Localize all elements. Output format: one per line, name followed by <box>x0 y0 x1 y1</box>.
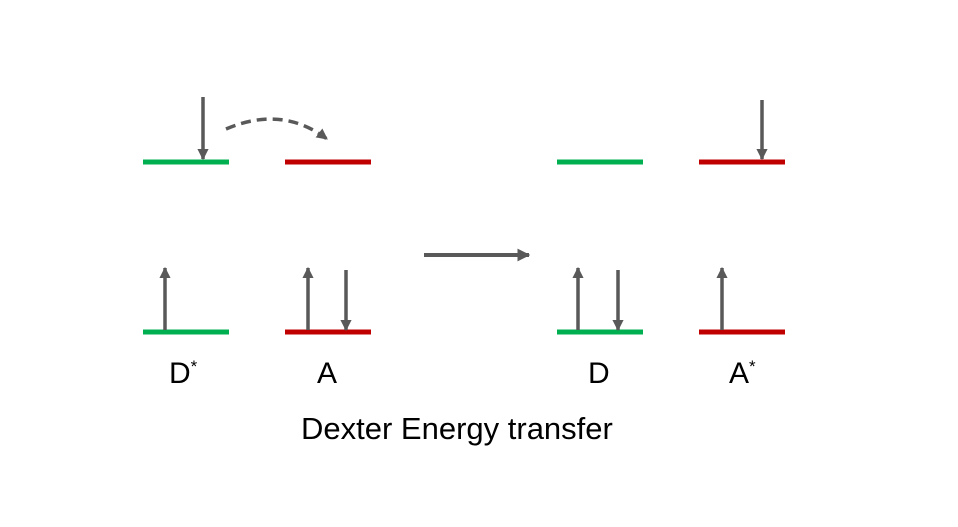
before-donor <box>143 97 229 335</box>
label-donor-ground: D <box>588 357 610 391</box>
label-acceptor-ground: A <box>317 357 337 391</box>
label-letter: A <box>317 357 338 390</box>
label-acceptor-excited: A* <box>729 357 756 391</box>
label-mark: * <box>190 357 198 376</box>
label-donor-excited: D* <box>169 357 197 391</box>
after-donor <box>557 159 643 335</box>
label-letter: A <box>729 357 750 390</box>
label-mark: * <box>749 357 756 376</box>
label-letter: D <box>169 357 191 390</box>
diagram-title: Dexter Energy transfer <box>301 411 613 446</box>
before-acceptor <box>285 159 371 335</box>
after-acceptor <box>699 100 785 335</box>
electron-transfer-dashed-arrow <box>225 117 329 141</box>
label-letter: D <box>588 357 610 390</box>
